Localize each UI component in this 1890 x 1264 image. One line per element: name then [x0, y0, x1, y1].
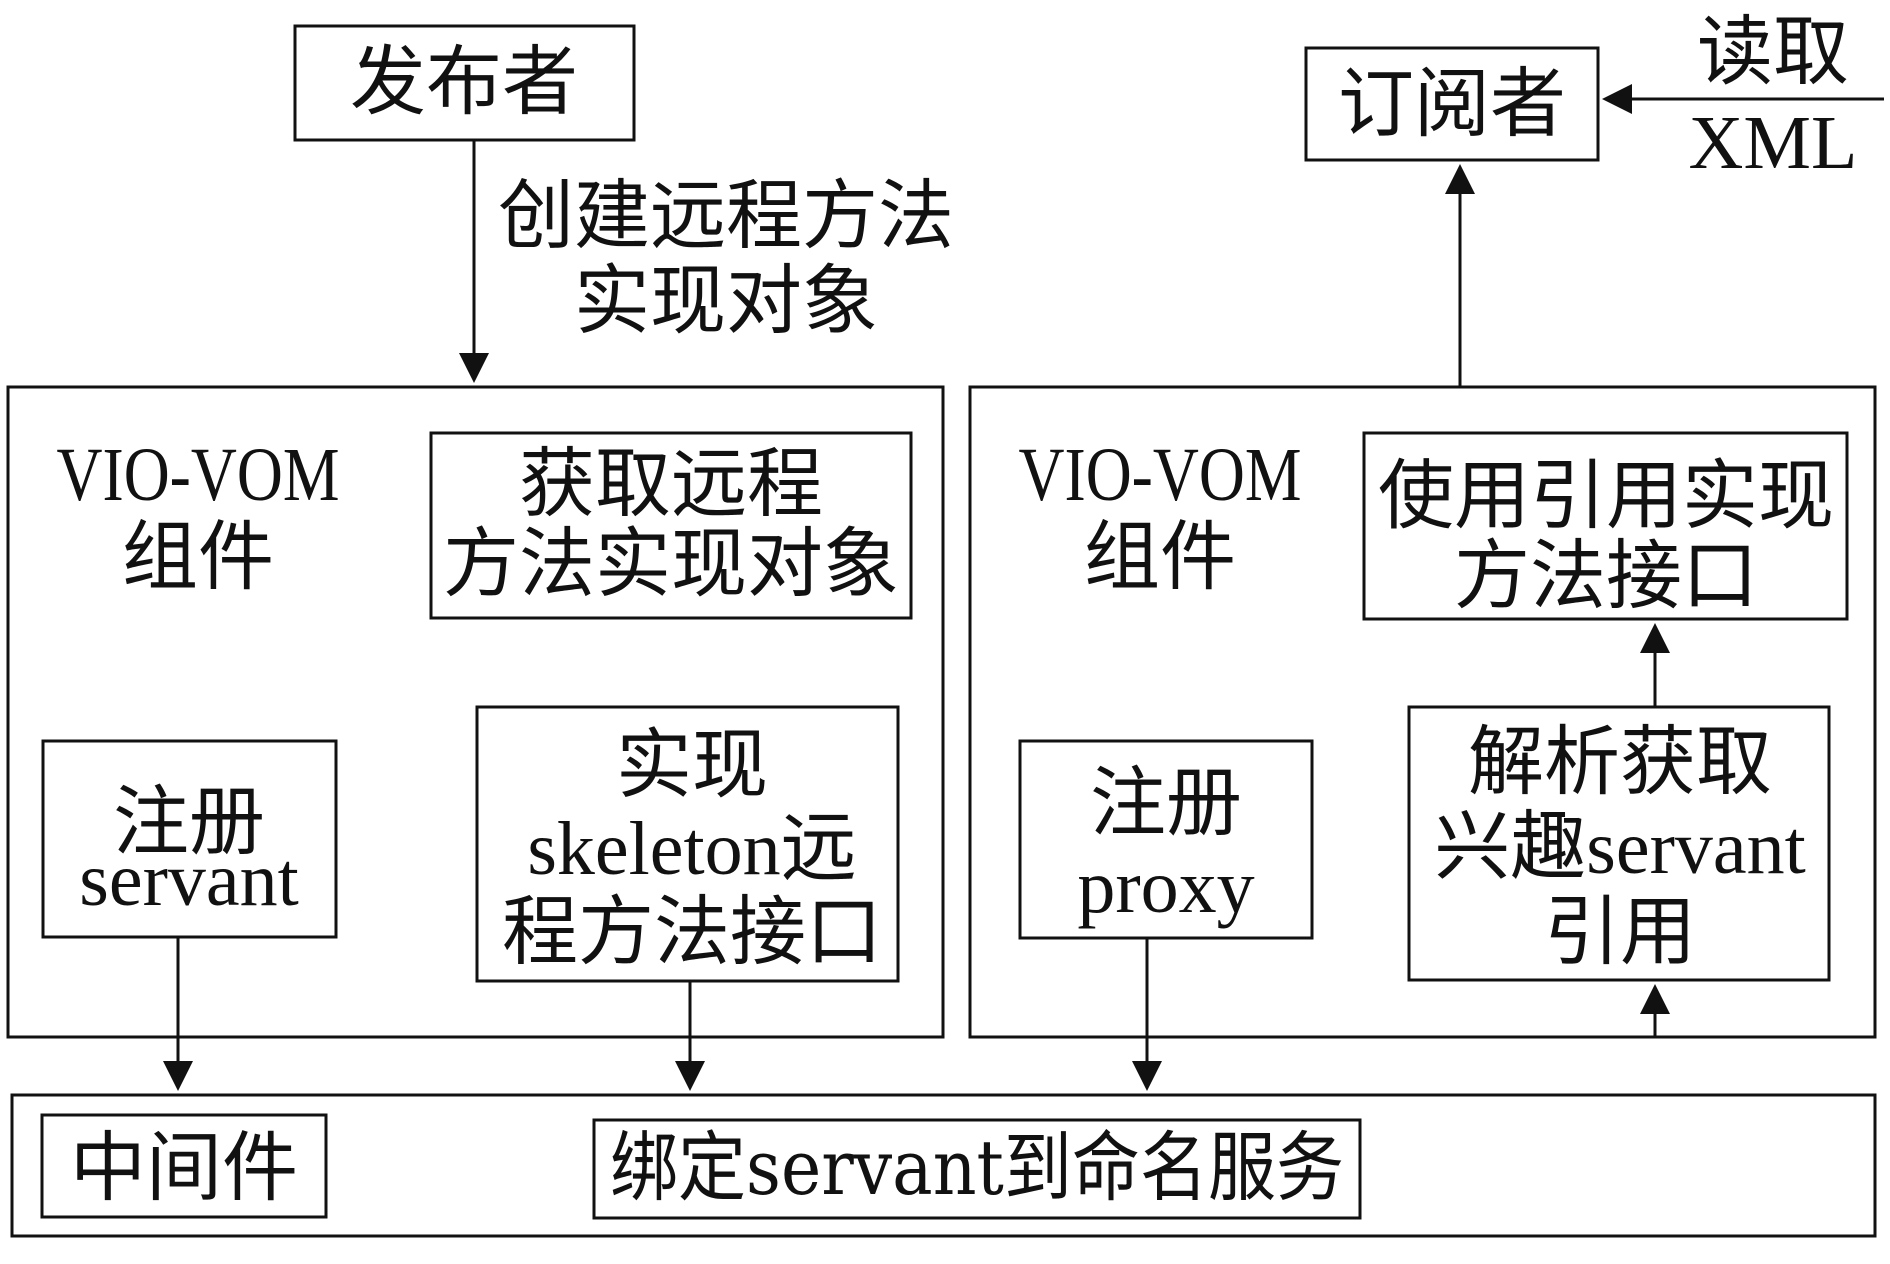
use-reference-line1: 使用引用实现 [1378, 451, 1834, 540]
register-servant-box [41, 739, 338, 939]
middleware-label: 中间件 [70, 1123, 298, 1212]
bind-servant-label: 绑定servant到命名服务 [610, 1123, 1344, 1212]
register-servant-line2: servant [79, 838, 298, 922]
bind-servant-box [592, 1118, 1362, 1220]
parse-servant-line2: 兴趣servant [1434, 806, 1805, 890]
read-xml-line1: 读取 [1697, 7, 1849, 96]
read-xml-line2: XML [1689, 101, 1858, 185]
register-proxy-line2: proxy [1077, 845, 1254, 929]
publisher-label: 发布者 [350, 37, 578, 126]
parse-servant-line3: 引用 [1544, 887, 1696, 976]
use-reference-box [1362, 431, 1849, 621]
left-panel-title-line1: VIO-VOM [57, 433, 340, 517]
parse-servant-box [1407, 705, 1831, 982]
right-panel-title-line1: VIO-VOM [1019, 433, 1302, 517]
subscriber-box [1304, 46, 1600, 162]
use-reference-line2: 方法接口 [1454, 531, 1758, 620]
get-remote-object-box [429, 431, 913, 620]
right-panel-title-line2: 组件 [1084, 512, 1236, 601]
register-proxy-box [1018, 739, 1314, 940]
create-label-line1: 创建远程方法 [498, 171, 954, 260]
get-remote-line2: 方法实现对象 [443, 519, 899, 608]
subscriber-label: 订阅者 [1338, 59, 1566, 148]
right-component-panel [968, 385, 1877, 1039]
skeleton-line3: 程方法接口 [502, 887, 882, 976]
publisher-box [293, 24, 636, 142]
skeleton-interface-box [475, 705, 900, 983]
parse-servant-line1: 解析获取 [1468, 717, 1772, 806]
left-component-panel [6, 385, 945, 1039]
get-remote-line1: 获取远程 [519, 439, 823, 528]
middleware-panel [10, 1093, 1877, 1238]
skeleton-line1: 实现 [616, 720, 768, 809]
skeleton-line2: skeleton远 [527, 807, 856, 891]
left-panel-title-line2: 组件 [122, 512, 274, 601]
register-proxy-line1: 注册 [1090, 758, 1242, 847]
register-servant-line1: 注册 [113, 777, 265, 866]
middleware-label-box [40, 1113, 328, 1219]
create-label-line2: 实现对象 [574, 256, 878, 345]
